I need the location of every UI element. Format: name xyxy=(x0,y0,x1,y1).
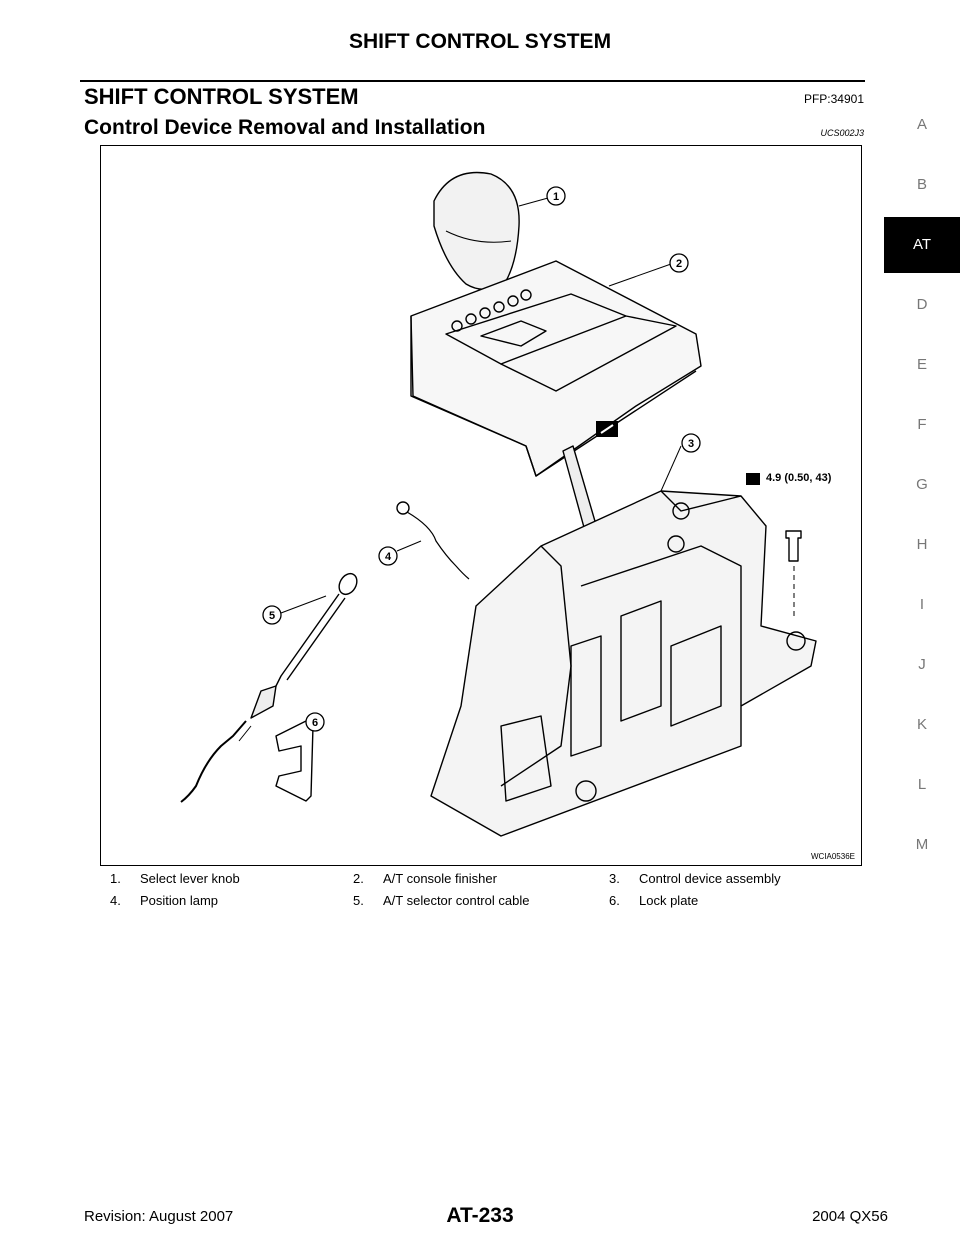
lock-plate-shape xyxy=(275,720,314,802)
select-lever-knob-shape xyxy=(433,171,520,290)
figure-callouts: 1 2 3 4 5 6 xyxy=(262,186,701,732)
tab-g[interactable]: G xyxy=(916,476,928,493)
tab-j[interactable]: J xyxy=(918,656,926,673)
section-title: SHIFT CONTROL SYSTEM xyxy=(84,84,359,109)
tab-a[interactable]: A xyxy=(916,116,927,133)
callout-2: 2 xyxy=(669,253,689,273)
page-header-title: SHIFT CONTROL SYSTEM xyxy=(348,30,612,53)
section-index-tabs: A B AT D E F G H I J K L M xyxy=(884,95,960,875)
legend-row: 4.Position lamp 5.A/T selector control c… xyxy=(100,888,862,910)
callout-4: 4 xyxy=(378,546,398,566)
tab-b[interactable]: B xyxy=(916,176,927,193)
footer-model: 2004 QX56 xyxy=(812,1208,888,1225)
exploded-view-drawing: 1 2 3 4 5 6 xyxy=(180,171,817,837)
svg-text:3: 3 xyxy=(688,438,694,450)
footer-page-number: AT-233 xyxy=(446,1204,514,1227)
bolt-shape xyxy=(785,530,802,562)
svg-text:1: 1 xyxy=(553,191,559,203)
callout-3: 3 xyxy=(681,433,701,453)
subsection-title: Control Device Removal and Installation xyxy=(84,116,486,139)
section-code: PFP:34901 xyxy=(803,92,864,106)
footer-revision: Revision: August 2007 xyxy=(84,1208,234,1225)
torque-symbol xyxy=(746,473,760,485)
exploded-view-figure: 1 2 3 4 5 6 4.9 (0.50, 43) WCIA0536E xyxy=(100,145,862,866)
tab-i[interactable]: I xyxy=(919,596,925,613)
tab-d[interactable]: D xyxy=(916,296,928,313)
legend-row: 1.Select lever knob 2.A/T console finish… xyxy=(100,866,862,888)
callout-5: 5 xyxy=(262,605,282,625)
tab-at[interactable]: AT xyxy=(884,217,960,273)
control-device-assembly-shape xyxy=(430,490,817,837)
position-lamp-bulb xyxy=(396,501,410,515)
tab-k[interactable]: K xyxy=(916,716,927,733)
header-rule xyxy=(80,80,865,82)
svg-text:4: 4 xyxy=(385,551,392,563)
callout-1: 1 xyxy=(546,186,566,206)
legend-item: 5.A/T selector control cable xyxy=(353,893,530,908)
parts-legend: 1.Select lever knob 2.A/T console finish… xyxy=(100,866,862,910)
callout-6: 6 xyxy=(305,712,325,732)
legend-item: 4.Position lamp xyxy=(110,893,219,908)
svg-text:6: 6 xyxy=(312,717,318,729)
control-cable-end xyxy=(338,572,358,596)
console-finisher-shape xyxy=(410,260,702,477)
legend-item: 1.Select lever knob xyxy=(110,871,240,886)
legend-item: 6.Lock plate xyxy=(609,893,699,908)
tab-f[interactable]: F xyxy=(917,416,927,433)
tab-m[interactable]: M xyxy=(915,836,929,853)
tab-h[interactable]: H xyxy=(916,536,928,553)
svg-text:2: 2 xyxy=(676,258,682,270)
legend-item: 2.A/T console finisher xyxy=(353,871,497,886)
torque-spec: 4.9 (0.50, 43) xyxy=(766,472,832,484)
subsection-code: UCS002J3 xyxy=(820,128,864,138)
svg-text:5: 5 xyxy=(269,610,275,622)
tab-e[interactable]: E xyxy=(916,356,927,373)
tab-l[interactable]: L xyxy=(917,776,927,793)
figure-id: WCIA0536E xyxy=(810,852,855,861)
legend-item: 3.Control device assembly xyxy=(609,871,781,886)
